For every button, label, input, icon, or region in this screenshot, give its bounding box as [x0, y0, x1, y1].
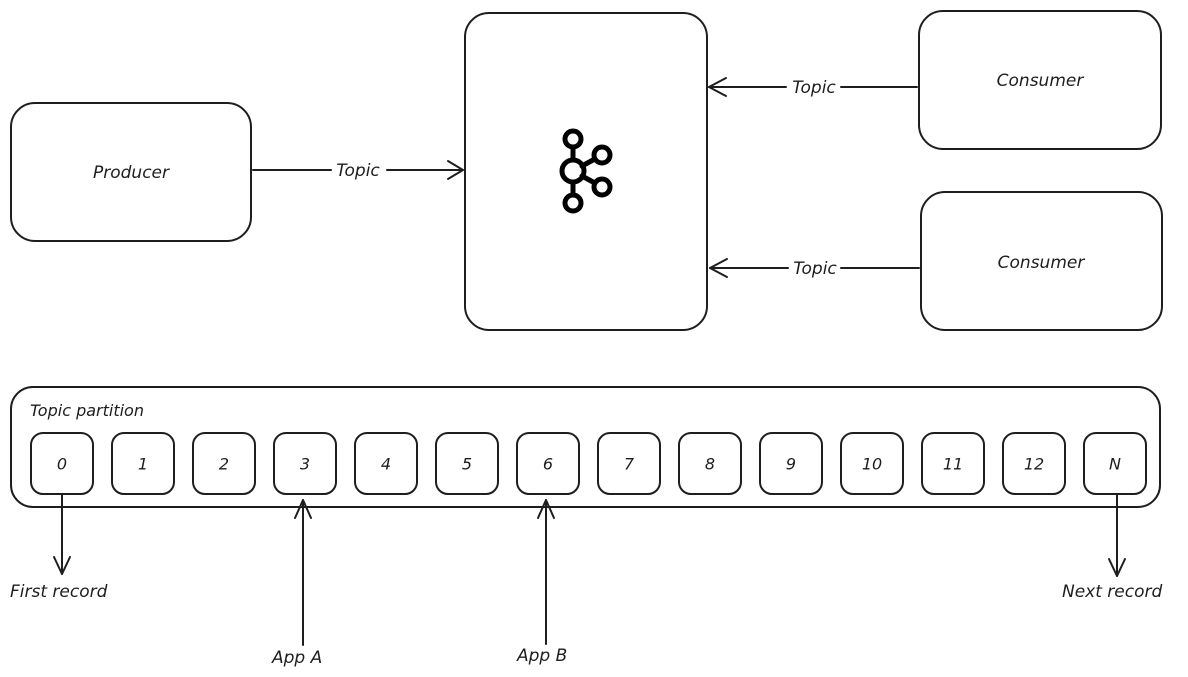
partition-cell-label: 0 [57, 455, 67, 474]
app-b-label: App B [516, 646, 567, 666]
consumer2-topic-arrow: Topic [709, 258, 920, 279]
producer-node: Producer [10, 102, 252, 242]
app-a-marker: App A [271, 499, 322, 668]
partition-cell-label: 11 [943, 455, 963, 474]
partition-cell: 4 [354, 432, 418, 495]
partition-cell-label: N [1109, 455, 1121, 474]
consumer1-topic-label: Topic [792, 78, 836, 98]
app-a-label: App A [271, 648, 322, 668]
partition-cell: 10 [840, 432, 904, 495]
partition-cell: N [1083, 432, 1147, 495]
kafka-icon [559, 128, 613, 214]
consumer-label-1: Consumer [997, 71, 1085, 91]
partition-cell-label: 8 [705, 455, 715, 474]
partition-cell: 6 [516, 432, 580, 495]
partition-cell-label: 2 [219, 455, 229, 474]
partition-cell-label: 3 [300, 455, 310, 474]
consumer1-topic-arrow: Topic [708, 77, 918, 98]
partition-cell: 2 [192, 432, 256, 495]
next-record-marker: Next record [1062, 493, 1162, 602]
topic-partition-title: Topic partition [30, 401, 144, 420]
broker-node [464, 12, 708, 331]
partition-cell: 1 [111, 432, 175, 495]
consumer-node-2: Consumer [920, 191, 1163, 331]
partition-cell-label: 5 [462, 455, 472, 474]
partition-cell-label: 1 [138, 455, 148, 474]
consumer-node-1: Consumer [918, 10, 1162, 150]
partition-cell: 3 [273, 432, 337, 495]
producer-label: Producer [93, 163, 170, 183]
consumer2-topic-label: Topic [793, 259, 837, 279]
partition-cell-label: 4 [381, 455, 391, 474]
partition-cell-label: 12 [1024, 455, 1044, 474]
partition-cell: 9 [759, 432, 823, 495]
first-record-label: First record [10, 582, 108, 602]
partition-cell: 8 [678, 432, 742, 495]
partition-cell: 12 [1002, 432, 1066, 495]
partition-cell: 5 [435, 432, 499, 495]
app-b-marker: App B [516, 499, 567, 666]
partition-cell-label: 7 [624, 455, 635, 474]
consumer-label-2: Consumer [998, 253, 1086, 273]
partition-cell-label: 10 [862, 455, 882, 474]
partition-cell-label: 6 [543, 455, 553, 474]
partition-cell: 7 [597, 432, 661, 495]
producer-topic-arrow: Topic [252, 160, 464, 181]
partition-cell-label: 9 [786, 455, 796, 474]
next-record-label: Next record [1062, 582, 1162, 602]
partition-cell: 11 [921, 432, 985, 495]
first-record-marker: First record [10, 493, 108, 602]
producer-topic-label: Topic [336, 161, 380, 181]
partition-cell: 0 [30, 432, 94, 495]
